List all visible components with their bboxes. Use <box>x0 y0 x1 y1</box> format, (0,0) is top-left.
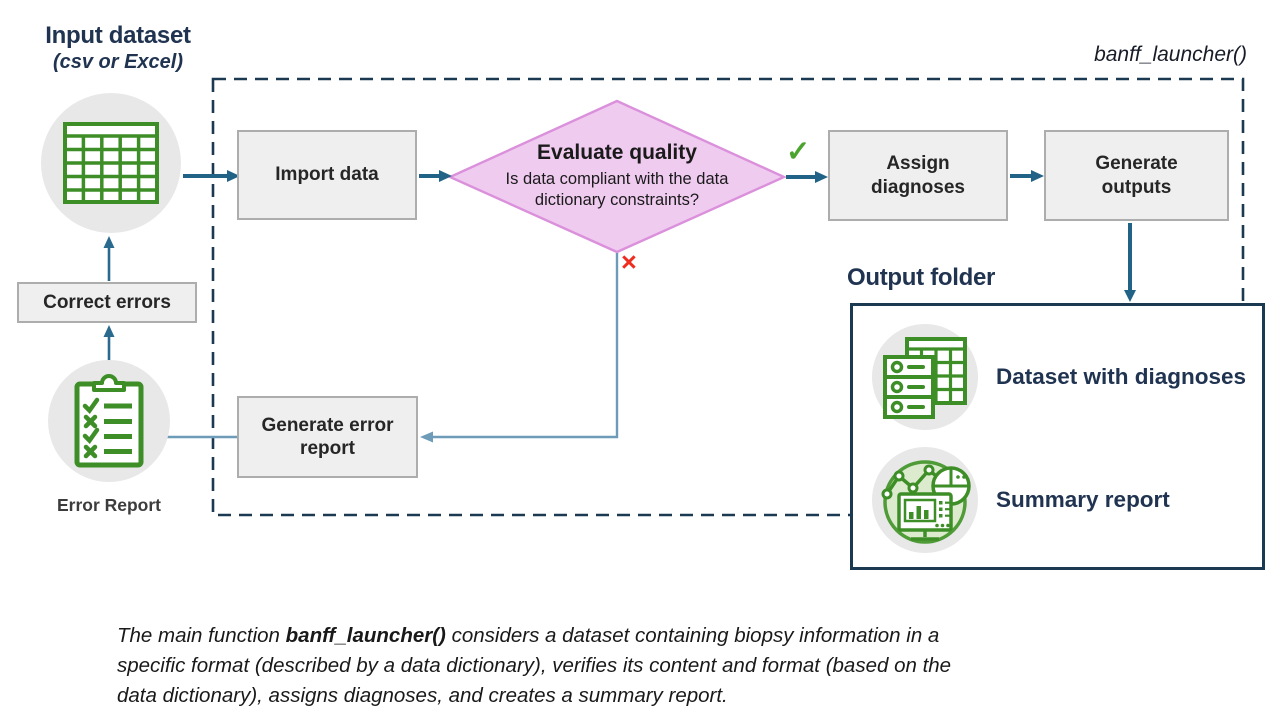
caption-line-2: specific format (described by a data dic… <box>117 654 952 677</box>
input-dataset-title: Input dataset <box>45 22 191 49</box>
function-label: banff_launcher() <box>1094 43 1247 66</box>
error-report-circle <box>48 360 170 482</box>
line-evaluate-fail-to-error-box <box>433 253 619 439</box>
arrowhead-into-error-box <box>420 431 433 443</box>
generate-error-report-label: Generate error report <box>261 414 394 459</box>
import-data-label: Import data <box>275 164 379 186</box>
caption-post: considers a dataset containing biopsy in… <box>445 624 940 647</box>
generate-error-report-box: Generate error report <box>237 396 418 478</box>
flow-arrowheads <box>227 170 1136 302</box>
clipboard-checklist-icon <box>74 374 144 468</box>
correct-errors-box: Correct errors <box>17 282 197 323</box>
flow-arrows <box>183 174 1132 290</box>
assign-diagnoses-label: Assign diagnoses <box>871 153 965 198</box>
caption-line-3: data dictionary), assigns diagnoses, and… <box>117 684 728 707</box>
input-dataset-subtitle: (csv or Excel) <box>52 51 184 73</box>
output-folder-title: Output folder <box>847 264 996 291</box>
caption-function-name: banff_launcher() <box>285 624 446 647</box>
database-table-icon <box>883 337 967 419</box>
import-data-box: Import data <box>237 130 417 220</box>
evaluate-quality-diamond <box>447 99 787 254</box>
success-check-icon: ✓ <box>786 136 811 168</box>
generate-outputs-label: Generate outputs <box>1095 153 1178 198</box>
correction-arrowheads <box>103 236 115 337</box>
output-item-label-summary: Summary report <box>996 487 1170 512</box>
caption-line-1: The main function banff_launcher() consi… <box>117 621 1127 651</box>
dataset-item-circle <box>872 324 978 430</box>
generate-outputs-box: Generate outputs <box>1044 130 1229 221</box>
spreadsheet-table-icon <box>63 122 159 204</box>
output-folder-box: Dataset with diagnoses <box>850 303 1265 570</box>
evaluate-quality-question: Is data compliant with the data dictiona… <box>505 170 729 210</box>
error-report-label: Error Report <box>56 495 162 515</box>
launcher-dashed-boundary <box>211 77 1245 517</box>
evaluate-quality-title: Evaluate quality <box>537 141 697 164</box>
assign-diagnoses-box: Assign diagnoses <box>828 130 1008 221</box>
caption-pre: The main function <box>117 624 286 647</box>
input-dataset-circle <box>41 93 181 233</box>
failure-cross-icon: × <box>621 247 637 277</box>
summary-item-circle <box>872 447 978 553</box>
output-item-label-dataset: Dataset with diagnoses <box>996 364 1247 389</box>
caption: The main function banff_launcher() consi… <box>117 621 1127 711</box>
correct-errors-label: Correct errors <box>43 291 171 313</box>
dashboard-charts-icon <box>881 460 971 544</box>
